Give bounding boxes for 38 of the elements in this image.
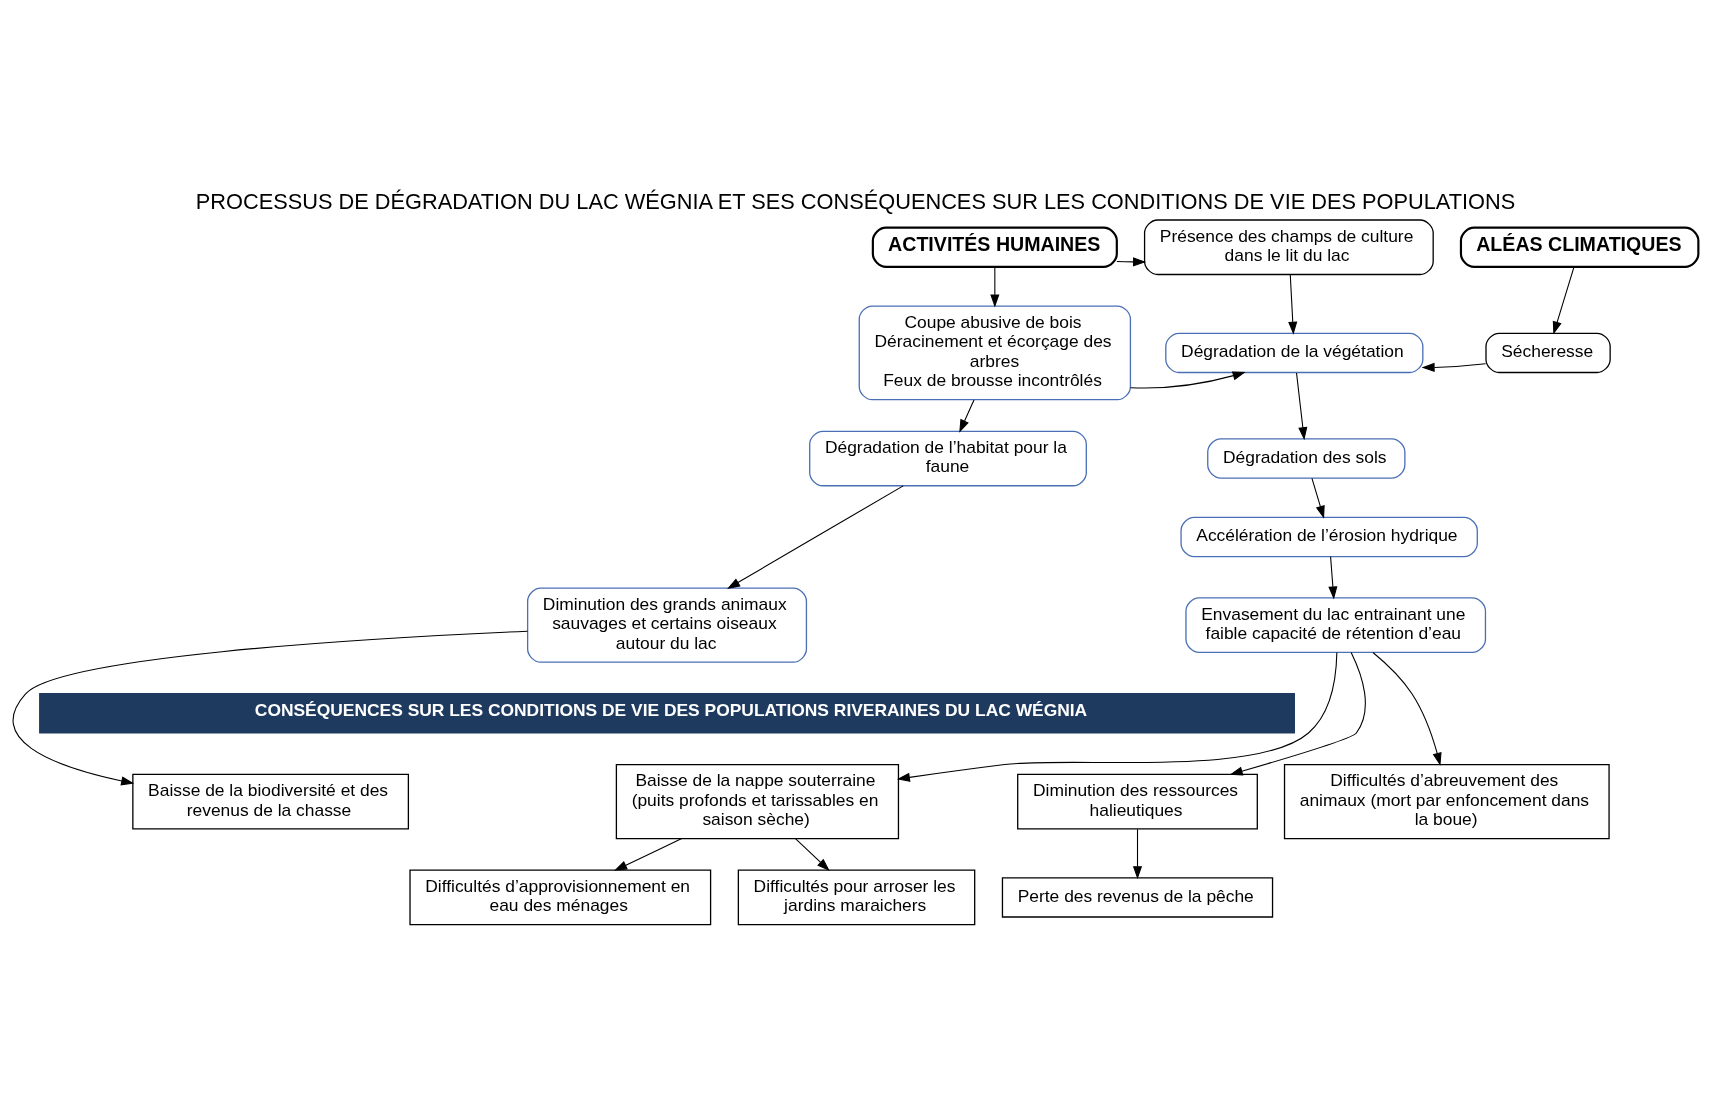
arrow bbox=[794, 838, 830, 872]
node-box: Sécheresse bbox=[1485, 332, 1611, 374]
node-box: Difficultés d’approvisionnement en eau des ménages bbox=[409, 869, 712, 926]
arrow bbox=[959, 399, 975, 433]
node-box: ALÉAS CLIMATIQUES bbox=[1459, 226, 1700, 268]
node-box: Difficultés d’abreuvement des animaux (mort par enfoncement dans la boue) bbox=[1283, 763, 1610, 840]
arrow bbox=[1116, 257, 1147, 267]
arrow bbox=[1229, 651, 1366, 776]
arrow bbox=[990, 266, 1000, 308]
arrow bbox=[1311, 477, 1325, 519]
arrow bbox=[1132, 828, 1143, 880]
node-box: Difficultés pour arroser les jardins maraichers bbox=[737, 869, 976, 926]
arrow bbox=[1296, 372, 1308, 441]
arrow bbox=[1288, 274, 1298, 335]
node-box: ACTIVITÉS HUMAINES bbox=[871, 226, 1118, 268]
node-box: Dégradation de la végétation bbox=[1165, 332, 1424, 374]
node-box: Diminution des grands animaux sauvages et certains oiseaux autour du lac bbox=[527, 587, 808, 663]
node-box: Dégradation de l’habitat pour la faune bbox=[809, 430, 1087, 487]
arrow bbox=[727, 485, 904, 589]
node-box: Accélération de l’érosion hydrique bbox=[1180, 516, 1478, 558]
arrow bbox=[614, 838, 683, 871]
arrow bbox=[1372, 651, 1442, 766]
node-box: Baisse de la nappe souterraine (puits profonds et tarissables en saison sèche) bbox=[615, 763, 900, 840]
node-box: Dégradation des sols bbox=[1207, 438, 1406, 479]
node-box: Diminution des ressources halieutiques bbox=[1017, 773, 1258, 830]
node-box: Baisse de la biodiversité et des revenus de la chasse bbox=[132, 773, 410, 830]
arrow bbox=[1552, 266, 1575, 335]
arrow bbox=[12, 630, 529, 786]
arrow bbox=[896, 651, 1338, 782]
node-box: Envasement du lac entrainant une faible capacité de rétention d’eau bbox=[1185, 597, 1487, 654]
node-box: CONSÉQUENCES SUR LES CONDITIONS DE VIE DES POPULATIONS RIVERAINES DU LAC WÉGNIA bbox=[39, 693, 1295, 734]
node-box: Coupe abusive de bois Déracinement et écorçage des arbres Feux de brousse incontrôlés bbox=[858, 305, 1132, 401]
arrow bbox=[1328, 556, 1338, 600]
arrow bbox=[1421, 362, 1487, 372]
node-box: Perte des revenus de la pêche bbox=[1001, 877, 1274, 918]
arrow bbox=[1130, 371, 1246, 389]
diagram-title: PROCESSUS DE DÉGRADATION DU LAC WÉGNIA ET SES CONSÉQUENCES SUR LES CONDITIONS DE VIE DES POPULATIONS bbox=[195, 189, 1516, 215]
node-box: Présence des champs de culture dans le lit du lac bbox=[1143, 219, 1434, 276]
